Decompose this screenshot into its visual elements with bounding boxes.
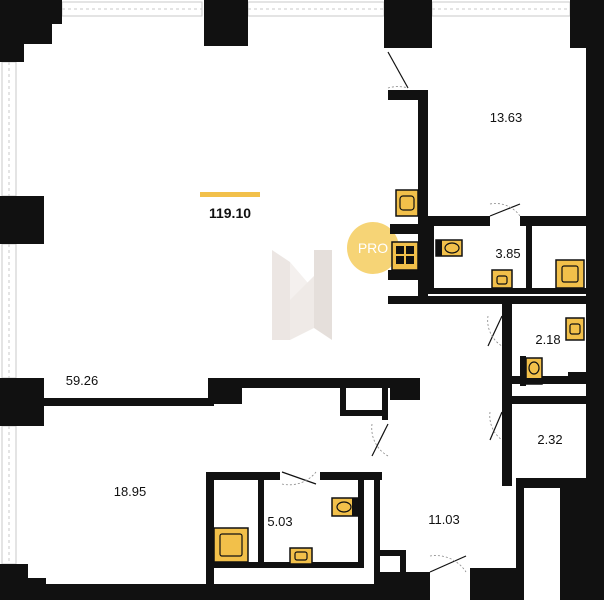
kitchen-sink-icon — [395, 189, 419, 217]
washbasin-icon — [289, 547, 313, 565]
room-area-bedroom: 13.63 — [490, 110, 523, 125]
toilet-icon — [331, 497, 359, 517]
washbasin-icon — [491, 269, 513, 289]
toilet-icon — [435, 239, 463, 257]
watermark-logo — [272, 250, 332, 340]
washbasin-icon — [565, 317, 585, 341]
stove-icon — [391, 241, 419, 271]
room-area-living: 59.26 — [66, 373, 99, 388]
room-area-wc-small: 2.18 — [535, 332, 560, 347]
total-area: 119.10 — [209, 205, 251, 221]
toilet-icon — [525, 357, 543, 385]
pro-badge-text: PRO — [358, 240, 388, 256]
shower-icon — [555, 259, 585, 289]
doors — [281, 51, 521, 573]
room-area-bath-2: 5.03 — [267, 514, 292, 529]
room-area-bedroom-2: 18.95 — [114, 484, 147, 499]
room-area-hall: 11.03 — [428, 512, 460, 527]
room-area-storage: 2.32 — [537, 432, 562, 447]
fixtures — [213, 189, 585, 565]
room-area-bath-main: 3.85 — [495, 246, 520, 261]
shower-icon — [213, 527, 249, 563]
pro-badge: PRO — [347, 222, 399, 274]
total-area-bar — [200, 192, 260, 197]
windows — [1, 1, 571, 565]
